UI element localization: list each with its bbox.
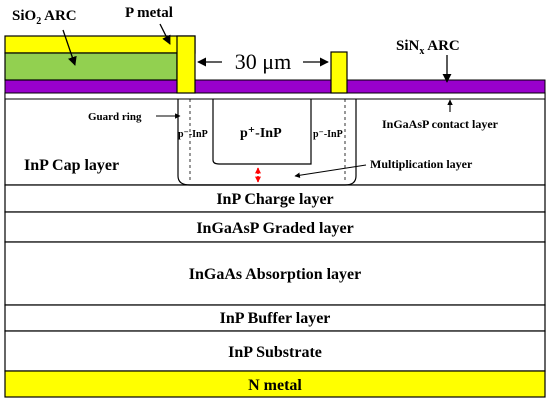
buffer-layer-label: InP Buffer layer: [220, 310, 331, 327]
p-metal-label: P metal: [125, 5, 173, 21]
multiplication-pointer-arrow: [294, 164, 367, 178]
ingaas-absorption-layer: [4, 241, 546, 306]
p-metal-right-post: [330, 51, 348, 94]
inp-charge-layer: [4, 184, 546, 213]
multiplication-layer-label: Multiplication layer: [370, 157, 473, 171]
p-metal-left-top: [4, 35, 196, 54]
sinx-arc-label: SiNx ARC: [396, 38, 460, 57]
p-metal-pointer-arrow: [159, 23, 171, 45]
width-dimension-label: 30 μm: [235, 49, 291, 74]
sio2-arc-label: SiO2 ARC: [12, 8, 77, 27]
ingaasp-graded-layer: [4, 211, 546, 243]
contact-layer-label: InGaAsP contact layer: [382, 117, 499, 131]
charge-layer-label: InP Charge layer: [216, 191, 333, 208]
p-plus-inp-label: p⁺-InP: [240, 126, 282, 141]
graded-layer-label: InGaAsP Graded layer: [196, 220, 353, 237]
sio2-pointer-arrow: [62, 29, 77, 66]
cap-layer-label: InP Cap layer: [24, 157, 119, 174]
sio2-arc-layer: [4, 52, 178, 81]
inp-cap-layer: [4, 92, 546, 186]
inp-substrate: [4, 330, 546, 372]
guard-ring-outline: [177, 99, 357, 186]
p-minus-inp-left-label: p⁻-InP: [178, 129, 208, 140]
absorption-layer-label: InGaAs Absorption layer: [189, 266, 361, 283]
n-metal: [4, 370, 546, 398]
substrate-label: InP Substrate: [228, 344, 322, 361]
n-metal-label: N metal: [248, 377, 302, 394]
p-minus-inp-right-label: p⁻-InP: [313, 129, 343, 140]
ingaasp-contact-layer: [4, 92, 546, 100]
guard-ring-label: Guard ring: [88, 111, 142, 123]
p-plus-region-outline: [212, 99, 312, 165]
p-metal-left-post: [176, 35, 196, 94]
sinx-arc-layer: [4, 79, 546, 94]
